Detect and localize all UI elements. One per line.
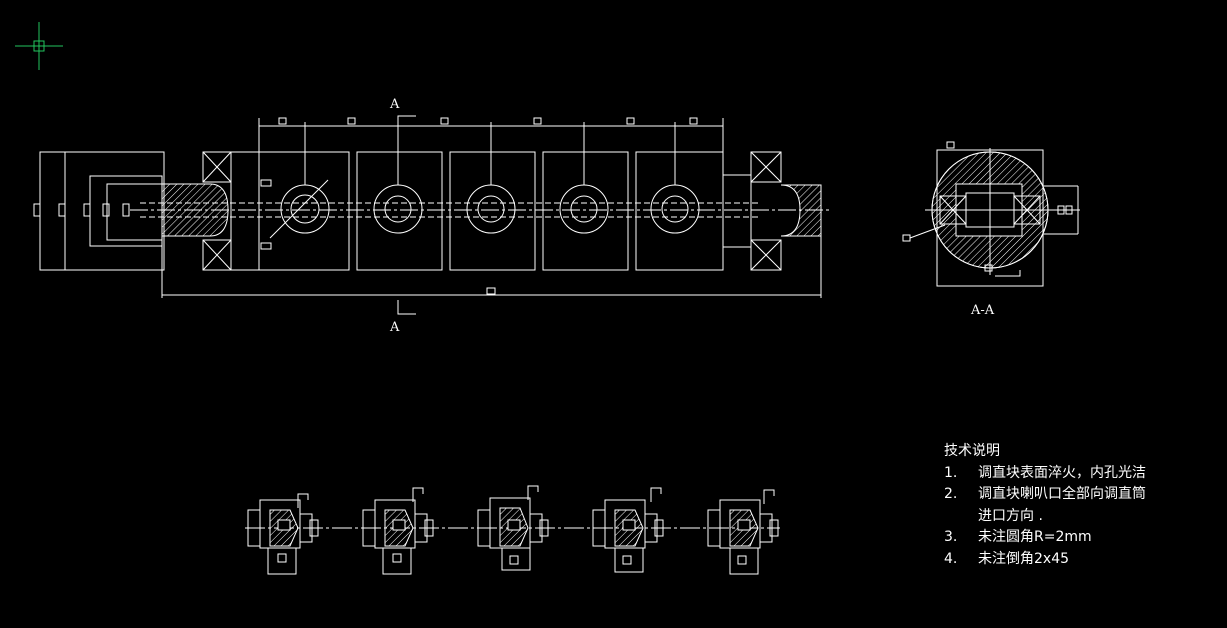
- section-mark-top-label: A: [390, 97, 400, 112]
- note-number: 3.: [944, 529, 958, 545]
- note-text: 未注圆角R=2mm: [978, 529, 1092, 545]
- note-number: 1.: [944, 464, 958, 481]
- note-number: 4.: [944, 550, 958, 567]
- note-text-continued: 进口方向 .: [978, 507, 1043, 524]
- detail-sections-row: [245, 485, 780, 575]
- note-text: 调直块喇叭口全部向调直筒: [978, 486, 1146, 502]
- note-item: 3. 未注圆角R=2mm: [944, 527, 1146, 549]
- note-text: 未注倒角2x45: [978, 550, 1070, 567]
- note-item: 1. 调直块表面淬火，内孔光洁: [944, 463, 1146, 485]
- technical-notes: 技术说明 1. 调直块表面淬火，内孔光洁 2. 调直块喇叭口全部向调直筒 进口方向 …: [944, 441, 1146, 570]
- section-view-title: A-A: [971, 303, 995, 318]
- notes-title: 技术说明: [944, 443, 1000, 459]
- note-item: 4. 未注倒角2x45: [944, 549, 1146, 571]
- note-item: 2. 调直块喇叭口全部向调直筒: [944, 484, 1146, 506]
- note-text: 调直块表面淬火，内孔光洁: [978, 464, 1146, 481]
- crosshair-cursor-icon: [15, 22, 63, 70]
- note-number: 2.: [944, 486, 958, 502]
- main-front-view: [33, 115, 832, 315]
- section-aa-view: [902, 141, 1080, 287]
- section-mark-bottom-label: A: [390, 320, 400, 335]
